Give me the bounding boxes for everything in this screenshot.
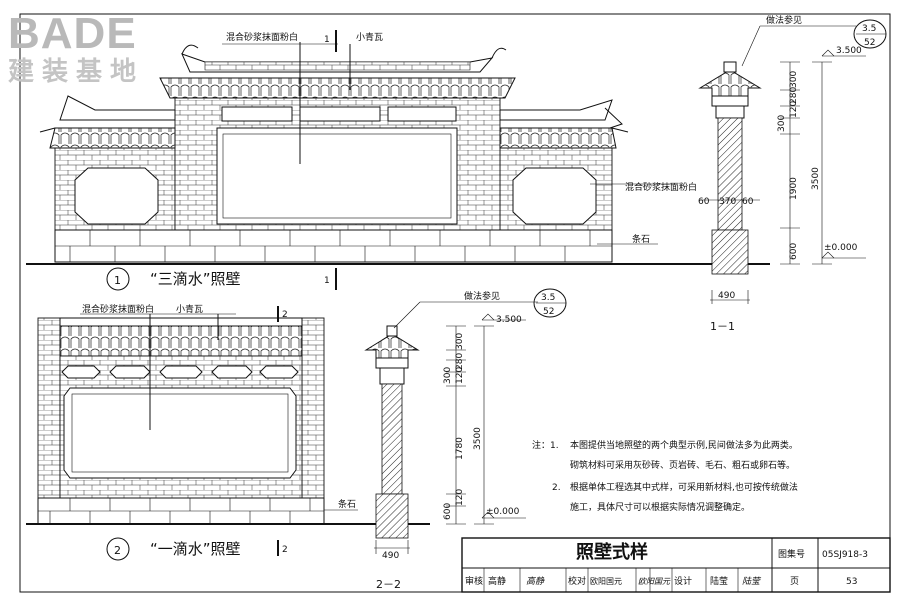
- page-label: 页: [790, 576, 799, 587]
- ref-label-1: 做法参见: [766, 14, 802, 26]
- section-mark-bottom-a: 2: [282, 310, 288, 320]
- dim-2-e: 1780: [455, 437, 465, 460]
- width-1: 490: [718, 291, 735, 301]
- dim-2-g: 600: [443, 503, 453, 520]
- design-name: 陆莹: [710, 575, 728, 587]
- check-signature: 欧阳国元: [638, 577, 671, 586]
- drawing-title: 照壁式样: [576, 541, 648, 563]
- drawing-frame: [19, 13, 891, 593]
- title-1-1: 1－1: [710, 320, 735, 333]
- dim-1-side-c: 60: [742, 197, 754, 207]
- label-tile-bottom: 小青瓦: [176, 303, 203, 315]
- dim-1-e: 1900: [789, 177, 799, 200]
- dim-1-side-b: 370: [719, 197, 736, 207]
- dim-2-d: 300: [443, 367, 453, 384]
- elevation-three-drip: [26, 30, 682, 290]
- elev-base-1: ±0.000: [824, 243, 858, 253]
- dim-2-c: 120: [455, 367, 465, 384]
- label-tile-top: 小青瓦: [356, 31, 383, 43]
- design-label: 设计: [674, 575, 692, 587]
- caption-num-1: 1: [114, 274, 121, 287]
- section-mark-top-b: 1: [324, 276, 330, 286]
- svg-text:BADE: BADE: [8, 9, 137, 58]
- atlas-label: 图集号: [778, 548, 805, 560]
- caption-three-drip: “三滴水”照壁: [150, 270, 241, 288]
- label-plaster-bottom: 混合砂浆抹面粉白: [82, 303, 154, 315]
- review-signature: 高静: [526, 576, 545, 587]
- dim-1-side-a: 60: [698, 197, 710, 207]
- elev-top-1: 3.500: [836, 46, 862, 56]
- note-2-line-2: 施工，具体尺寸可以根据实际情况调整确定。: [570, 501, 750, 513]
- dim-1-d: 300: [777, 115, 787, 132]
- check-label: 校对: [568, 575, 586, 587]
- note-2-num: 2.: [552, 483, 561, 493]
- section-2-2: [360, 301, 538, 554]
- title-2-2: 2－2: [376, 578, 401, 591]
- section-1-1: [682, 25, 866, 304]
- ref-bottom-1: 52: [864, 38, 875, 48]
- dim-1-b: 280: [789, 87, 799, 104]
- design-signature: 陆莹: [742, 576, 762, 587]
- watermark-logo: BADE 建装基地: [8, 9, 144, 87]
- dim-1-c: 120: [789, 101, 799, 118]
- notes-lead: 注：1.: [532, 439, 559, 451]
- note-1-line-1: 本图提供当地照壁的两个典型示例,民间做法多为此两类。: [570, 439, 798, 451]
- caption-one-drip: “一滴水”照壁: [150, 540, 241, 558]
- dim-2-f: 120: [455, 489, 465, 506]
- dim-2-a: 300: [455, 333, 465, 350]
- dim-2-b: 280: [455, 353, 465, 370]
- page-number: 53: [846, 577, 857, 587]
- section-mark-top-a: 1: [324, 35, 330, 45]
- elev-top-2: 3.500: [496, 315, 522, 325]
- dim-1-f: 600: [789, 243, 799, 260]
- review-name: 高静: [488, 575, 506, 587]
- dim-1-total: 3500: [811, 167, 821, 190]
- section-mark-bottom-b: 2: [282, 545, 288, 555]
- review-label: 审核: [465, 575, 483, 587]
- label-plaster-side: 混合砂浆抹面粉白: [625, 181, 697, 193]
- title-block: [461, 537, 891, 593]
- svg-text:建装基地: 建装基地: [8, 57, 144, 87]
- ref-label-2: 做法参见: [464, 290, 500, 302]
- caption-num-2: 2: [114, 544, 121, 557]
- note-1-line-2: 砌筑材料可采用灰砂砖、页岩砖、毛石、粗石或卵石等。: [570, 459, 795, 471]
- dim-1-a: 300: [789, 71, 799, 88]
- width-2: 490: [382, 551, 399, 561]
- ref-bottom-2: 52: [543, 307, 554, 317]
- label-base-stone-top: 条石: [632, 233, 650, 245]
- atlas-number: 05SJ918-3: [822, 550, 868, 560]
- elevation-one-drip: [26, 306, 360, 556]
- dim-2-total: 3500: [473, 427, 483, 450]
- caption-circle-1: [106, 267, 130, 291]
- ref-top-2: 3.5: [541, 293, 555, 303]
- elev-base-2: ±0.000: [486, 507, 520, 517]
- note-2-line-1: 根据单体工程选其中式样，可采用新材料,也可按传统做法: [570, 481, 798, 493]
- label-base-stone-bottom: 条石: [338, 498, 356, 510]
- caption-circle-2: [106, 537, 130, 561]
- label-plaster-top: 混合砂浆抹面粉白: [226, 31, 298, 43]
- ref-top-1: 3.5: [862, 24, 876, 34]
- check-name: 欧阳国元: [590, 576, 622, 586]
